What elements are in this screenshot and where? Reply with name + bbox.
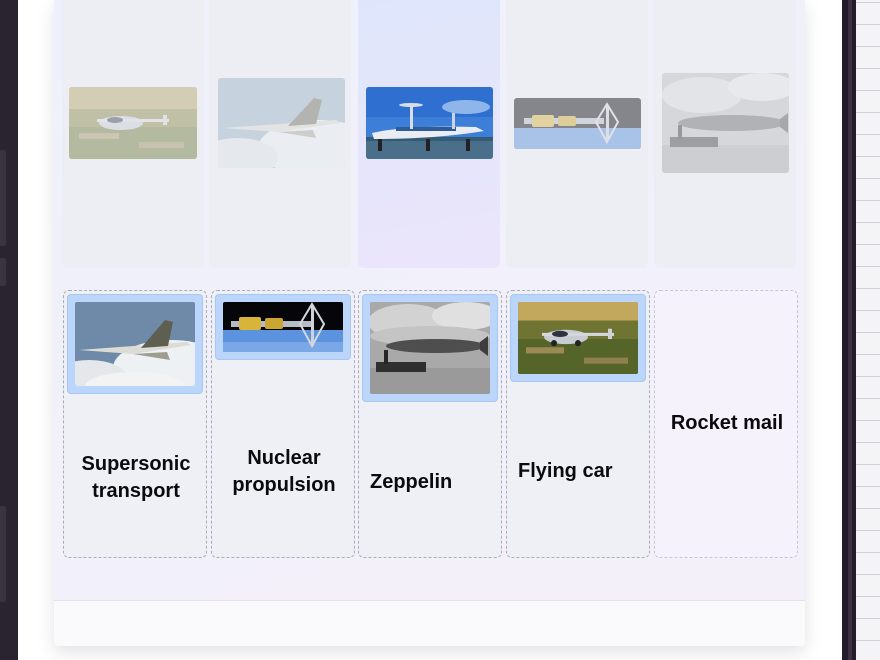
ekranoplan-seaplane-photo[interactable] [366,87,493,159]
right-window-edge [842,0,880,660]
source-tile-zeppelin[interactable] [654,0,796,268]
drop-slot-flying-car[interactable]: Flying car [506,290,650,558]
left-edge-notch [0,150,6,246]
placed-flying-car-photo[interactable] [510,294,646,382]
supersonic-jet-photo [75,302,195,386]
slot-label: Nuclear propulsion [232,447,336,496]
placed-zeppelin-photo[interactable] [362,294,498,402]
flying-car-photo[interactable] [69,87,197,159]
nuclear-spacecraft-photo[interactable] [514,98,641,149]
matching-activity-card: Supersonic transport Nuclear propulsion [54,0,805,646]
nuclear-spacecraft-photo [223,302,343,352]
card-footer [54,600,805,646]
source-tile-supersonic[interactable] [209,0,351,268]
drop-slot-supersonic-transport[interactable]: Supersonic transport [63,290,207,558]
slot-label: Supersonic transport [81,453,191,502]
drop-slot-rocket-mail[interactable]: Rocket mail [654,290,798,558]
zeppelin-photo[interactable] [662,73,789,173]
slot-label: Rocket mail [670,412,784,434]
flying-car-photo [518,302,638,374]
placed-supersonic-jet-photo[interactable] [67,294,203,394]
supersonic-jet-photo[interactable] [218,78,345,168]
source-tile-nuclear[interactable] [506,0,648,268]
drop-slot-nuclear-propulsion[interactable]: Nuclear propulsion [211,290,355,558]
left-edge-notch [0,506,6,602]
placed-nuclear-spacecraft-photo[interactable] [215,294,351,360]
window-divider[interactable] [848,0,852,660]
zeppelin-photo [370,302,490,394]
drop-slot-zeppelin[interactable]: Zeppelin [358,290,502,558]
left-window-edge [0,0,18,660]
background-notebook-page [856,0,880,660]
left-edge-notch [0,258,6,286]
source-tile-flying-car[interactable] [62,0,204,268]
source-tile-ekranoplan[interactable] [358,0,500,268]
slot-label: Zeppelin [370,471,453,493]
slot-label: Flying car [518,460,613,482]
